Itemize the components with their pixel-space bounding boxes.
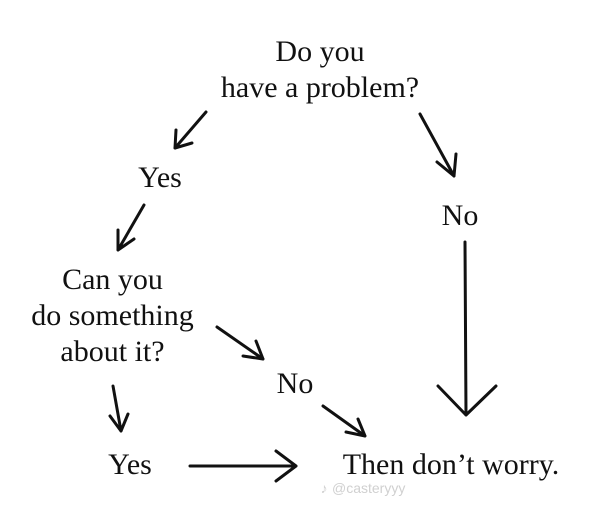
answer-yes-action: Yes	[108, 448, 152, 481]
music-note-icon: ♪	[320, 480, 328, 496]
arrow-problem-to-no	[418, 112, 458, 178]
question-have-problem-line2: have a problem?	[220, 71, 420, 104]
answer-no-problem: No	[441, 199, 479, 232]
watermark: ♪@casteryyy	[318, 480, 406, 496]
result-dont-worry: Then don’t worry.	[342, 448, 560, 481]
arrow-yes2-to-result	[188, 449, 298, 483]
question-can-do-something-line3: about it?	[60, 335, 165, 368]
question-have-problem: Do you have a problem?	[180, 34, 460, 106]
arrow-no-to-result	[436, 240, 498, 417]
arrow-no2-to-result	[321, 404, 367, 438]
arrow-yes-to-question	[116, 203, 146, 252]
question-can-do-something-line1: Can you	[62, 263, 163, 296]
arrow-question-to-no	[215, 325, 265, 361]
question-can-do-something: Can you do something about it?	[0, 262, 225, 370]
question-have-problem-line1: Do you	[275, 35, 365, 68]
answer-yes-problem: Yes	[138, 161, 182, 194]
answer-no-action: No	[276, 367, 314, 400]
arrow-question-to-yes	[108, 384, 130, 433]
watermark-handle: @casteryyy	[332, 480, 406, 496]
question-can-do-something-line2: do something	[31, 299, 194, 332]
arrow-problem-to-yes	[173, 110, 208, 150]
